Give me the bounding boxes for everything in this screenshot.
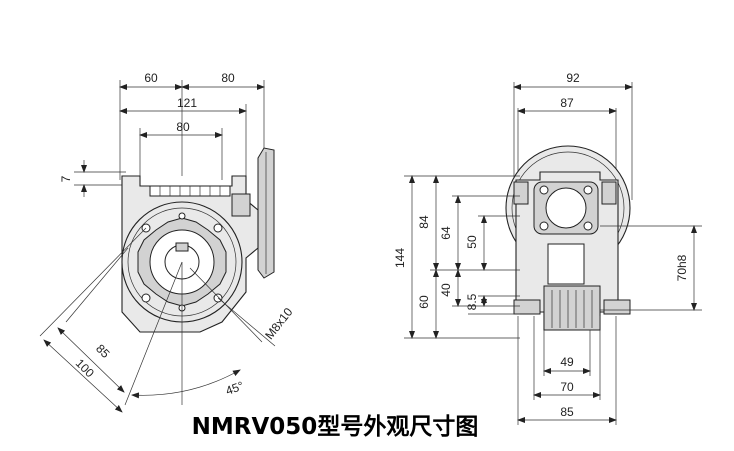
left-lug: [513, 181, 529, 205]
side-dim-40: 40: [439, 283, 453, 297]
side-dim-49: 49: [560, 355, 574, 369]
front-dim-121: 121: [177, 96, 197, 110]
front-dim-7: 7: [59, 175, 73, 182]
left-foot: [513, 299, 541, 315]
side-left-dimensions: [404, 175, 520, 339]
bolt-hole: [141, 293, 151, 303]
bolt-hole: [539, 185, 549, 195]
bolt-hole: [583, 185, 593, 195]
right-lug: [601, 181, 617, 205]
front-top-dimensions: [119, 80, 265, 180]
keyway: [175, 242, 189, 252]
bolt-hole: [213, 223, 223, 233]
front-dim-60: 60: [144, 71, 158, 85]
side-right-dimension: [600, 225, 702, 311]
front-dim-7-lines: [74, 160, 126, 197]
side-dim-70: 70: [560, 380, 574, 394]
front-diagonal-dims: [39, 227, 276, 413]
front-dim-45deg: 45°: [224, 378, 246, 397]
side-dim-50: 50: [465, 235, 479, 249]
side-dim-70h8: 70h8: [675, 254, 689, 281]
side-dim-87: 87: [560, 96, 574, 110]
bolt-hole: [178, 212, 186, 220]
input-stub: [231, 193, 251, 217]
side-view: 92 87: [393, 71, 702, 425]
right-foot: [603, 299, 631, 315]
front-dim-80-top: 80: [221, 71, 235, 85]
input-bore: [545, 187, 587, 229]
front-dim-100: 100: [73, 356, 97, 380]
side-bottom-dimensions: [517, 316, 617, 425]
side-dim-84: 84: [417, 215, 431, 229]
front-dim-85: 85: [93, 341, 113, 361]
cooling-fins: [543, 285, 601, 331]
front-dim-80-inner: 80: [176, 120, 190, 134]
bolt-hole: [539, 221, 549, 231]
side-dim-64: 64: [439, 226, 453, 240]
side-dim-144: 144: [393, 248, 407, 268]
side-window: [547, 243, 585, 285]
side-dim-85: 85: [560, 405, 574, 419]
front-dim-m8x10: M8x10: [262, 305, 295, 342]
bolt-hole: [583, 221, 593, 231]
side-dim-60: 60: [417, 295, 431, 309]
side-dim-8-5: 8.5: [465, 293, 479, 310]
front-view: 60 80 121 80 7: [39, 71, 296, 413]
drawing-title: NMRV050型号外观尺寸图: [192, 413, 479, 440]
side-dim-92: 92: [566, 71, 580, 85]
